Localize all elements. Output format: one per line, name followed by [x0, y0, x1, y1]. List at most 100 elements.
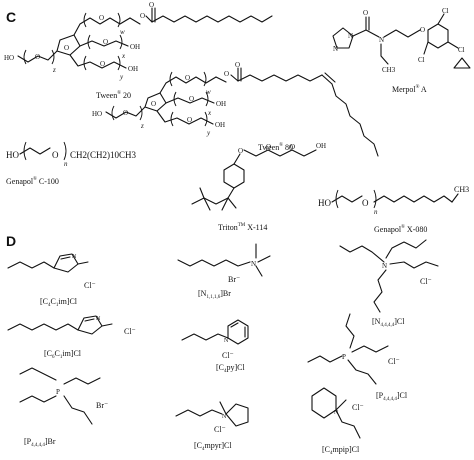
- merpol-bond-2: [365, 29, 380, 38]
- c100-alkyl-tail: CH2(CH2)10CH3: [70, 150, 137, 160]
- tween80-sub-x: x: [207, 109, 212, 117]
- n1116-br-structure: N Br⁻ [N1,1,1,6]Br: [177, 243, 271, 300]
- tween20-bracket-z: [23, 49, 55, 65]
- tween80-o-z: O: [123, 109, 128, 117]
- x080-bracket: [335, 189, 377, 209]
- tween20-sub-w: w: [120, 28, 125, 36]
- n4444-cl-structure: N Cl⁻ [N4,4,4,4]Cl: [339, 239, 439, 328]
- c4py-ring-double-1: [230, 322, 239, 328]
- c4py-ring: [227, 319, 249, 345]
- tween80-sub-z: z: [140, 122, 144, 130]
- n1116-methyl-right: [257, 255, 271, 263]
- c100-ho: HO: [6, 150, 19, 160]
- tween80-ester-link: [215, 76, 227, 83]
- genapol-x080-structure: HO O n CH3 Genapol® X-080: [318, 185, 469, 234]
- p4444cl-pplus: P: [342, 353, 346, 361]
- p4444cl-butyl-3: [307, 355, 343, 363]
- tween80-sub-y: y: [206, 129, 211, 137]
- c6c1im-counterion: Cl⁻: [124, 327, 136, 336]
- genapol-c100-label: Genapol® C-100: [6, 176, 59, 186]
- merpol-ether-o: O: [420, 26, 425, 34]
- p4444br-butyl-3: [19, 395, 57, 403]
- tween80-bracket-w: [169, 71, 207, 87]
- triton-oh: OH: [316, 142, 326, 150]
- c100-o: O: [52, 150, 59, 160]
- c4mpip-methyl: [335, 399, 347, 411]
- c4mpyr-label: [C4mpyr]Cl: [194, 441, 232, 452]
- c4mpip-label: [C4mpip]Cl: [322, 445, 360, 456]
- panel-label-c: C: [6, 9, 16, 25]
- p4444br-butyl-4: [63, 395, 93, 425]
- c4c1im-ring: [53, 253, 79, 273]
- triton-label: TritonTM X-114: [218, 223, 267, 232]
- tween20-label: Tween® 20: [96, 90, 131, 100]
- tween20-ho: HO: [4, 54, 14, 62]
- x080-alkyl-chain: [373, 195, 453, 203]
- triton-methyl-1: [227, 197, 237, 209]
- n4444-butyl-2: [385, 239, 427, 259]
- merpol-cl-3: Cl: [418, 56, 425, 64]
- tween20-lauryl-tail: [151, 15, 273, 23]
- tween20-peg-w-chain: [73, 17, 131, 36]
- genapol-c100-structure: HO O n CH2(CH2)10CH3 Genapol® C-100: [6, 141, 137, 186]
- tween80-peg-w-chain: [159, 76, 217, 94]
- c4mpip-nplus: N: [334, 410, 339, 416]
- triton-o-3: O: [290, 143, 295, 151]
- n1116-label: [N1,1,1,6]Br: [198, 289, 231, 300]
- merpol-amide-n: N: [379, 36, 384, 44]
- merpol-cl-bond-1: [437, 13, 445, 25]
- tween80-oleyl-chain-a: [237, 74, 323, 82]
- p4444-cl-structure: P Cl⁻ [P4,4,4,4]Cl: [307, 313, 408, 402]
- merpol-benzene: [427, 23, 449, 49]
- triton-methyl-2: [221, 197, 229, 211]
- tween20-o-z: O: [35, 53, 40, 61]
- c4mpyr-cl-structure: N Cl⁻ [C4mpyr]Cl: [175, 401, 249, 452]
- n1116-counterion: Br⁻: [228, 275, 240, 284]
- tween80-ho: HO: [92, 110, 102, 118]
- c100-sub-n: n: [64, 160, 68, 168]
- tween80-peg-y-chain: [156, 110, 214, 125]
- tween80-thf-ring: [144, 92, 167, 112]
- tween80-bracket-y: [170, 111, 208, 127]
- c6c1im-ring-double: [84, 318, 95, 322]
- merpol-cl-1: Cl: [442, 7, 449, 15]
- tween80-bracket-x: [173, 91, 209, 107]
- p4444cl-butyl-2: [351, 345, 389, 353]
- tween80-ring-oxygen: O: [151, 100, 156, 108]
- triton-octyl: [191, 197, 229, 205]
- tween20-o-x: O: [103, 38, 108, 46]
- genapol-x080-label: Genapol® X-080: [374, 224, 427, 234]
- c4mpip-ring: [311, 387, 337, 419]
- c4c1im-counterion: Cl⁻: [84, 281, 96, 290]
- c4c1im-butyl: [7, 261, 55, 269]
- oxirane-ring: [453, 57, 471, 69]
- n1116-hexyl: [177, 259, 251, 267]
- triton-peg-chain: [243, 149, 317, 157]
- n4444-nplus: N: [382, 262, 387, 270]
- merpol-ethoxy: [383, 29, 421, 38]
- p4444br-butyl-1: [19, 367, 57, 381]
- merpol-a-structure: N N O N O Cl Cl Cl CH3 Merpol® A: [332, 7, 465, 94]
- c100-peg-chain: [19, 147, 51, 155]
- tween80-oleyl-chain-b: [331, 83, 379, 157]
- c4c1im-nplus: N: [72, 254, 77, 260]
- c4mpyr-nplus: N: [222, 414, 227, 420]
- n4444-label: [N4,4,4,4]Cl: [372, 317, 405, 328]
- n4444-counterion: Cl⁻: [420, 277, 432, 286]
- tween80-ester-bond: [230, 74, 239, 82]
- x080-ho: HO: [318, 198, 331, 208]
- x080-o: O: [362, 198, 369, 208]
- p4444br-counterion: Br⁻: [96, 401, 108, 410]
- p4444-br-structure: P Br⁻ [P4,4,4,4]Br: [19, 367, 108, 448]
- c4mpyr-methyl: [219, 401, 227, 415]
- merpol-cl-2: Cl: [458, 46, 465, 54]
- triton-x114-structure: O O O OH TritonTM X-114: [191, 142, 326, 232]
- tween20-bracket-w: [83, 12, 121, 28]
- triton-methyl-4: [203, 197, 211, 211]
- triton-o-2: O: [266, 143, 271, 151]
- merpol-ring-n1: N: [348, 32, 353, 40]
- c4mpyr-counterion: Cl⁻: [214, 425, 226, 434]
- c4py-label: [C4py]Cl: [216, 363, 246, 374]
- tween20-thf-ring: [56, 34, 81, 56]
